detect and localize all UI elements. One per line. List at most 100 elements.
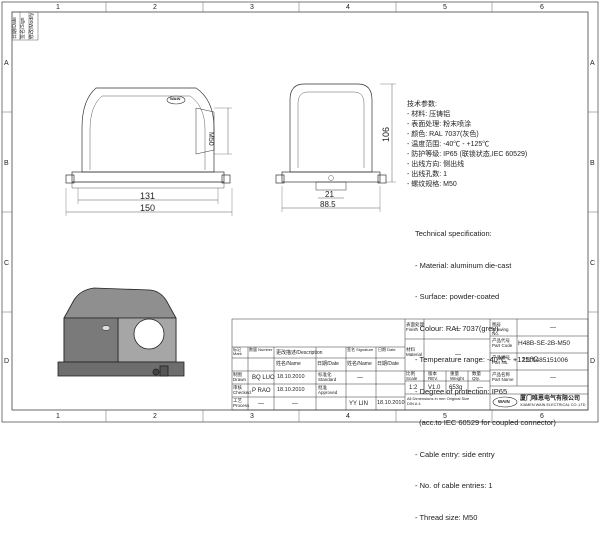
drawing-no-label: 图号 Drawing No. xyxy=(492,322,509,336)
approved-date: 18.10.2010 xyxy=(377,400,405,406)
zone-number-top-1: 1 xyxy=(56,4,60,11)
header-mark: 标记 Mark xyxy=(233,347,242,356)
drawing-canvas xyxy=(1,1,599,423)
tech-spec-cn-line: - 出线孔数: 1 xyxy=(407,171,448,178)
tech-spec-en-line: - No. of cable entries: 1 xyxy=(415,481,493,490)
zone-letter-left-c: C xyxy=(4,260,10,267)
title-block-grid xyxy=(231,318,589,411)
name-header-2: 姓名/Name xyxy=(347,361,372,367)
date-header-2: 日期/Date xyxy=(377,361,399,367)
tolerance-note: All Dimensions in mm Original Size DIN A… xyxy=(407,396,470,406)
part-name-label: 产品名称 Part Name xyxy=(492,372,514,382)
tech-spec-en-line: - Colour: RAL 7037(grey) xyxy=(415,323,499,333)
material-value: — xyxy=(455,352,461,358)
tech-spec-en-title: Technical specification: xyxy=(415,229,492,238)
zone-letter-right-a: A xyxy=(590,60,595,67)
drawn-label: 制图 Drawn xyxy=(233,372,247,382)
zone-letter-left-d: D xyxy=(4,358,10,365)
process-date: — xyxy=(292,401,298,407)
dimension-88-5: 88.5 xyxy=(320,200,336,209)
process-name: — xyxy=(258,401,264,407)
zone-number-top-3: 3 xyxy=(250,4,254,11)
zone-number-bottom-6: 6 xyxy=(540,413,544,420)
company-logo-text: WAIN xyxy=(498,399,510,404)
zone-number-bottom-4: 4 xyxy=(346,413,350,420)
tech-spec-cn-line: - 表面处理: 粉末喷涂 xyxy=(407,121,472,128)
dimension-131: 131 xyxy=(140,191,156,201)
part-no-label: 产品编号 Part No. xyxy=(492,355,510,365)
drawing-no-value: — xyxy=(550,325,556,331)
zone-number-top-5: 5 xyxy=(443,4,447,11)
tech-spec-en-line: - Temperature range: -40℃ - +125℃ xyxy=(415,355,539,364)
zone-number-bottom-5: 5 xyxy=(443,413,447,420)
checked-label: 审核 Checked xyxy=(233,385,251,395)
zone-ticks xyxy=(2,2,598,422)
corner-label-sign: 签名/Sign xyxy=(20,17,26,39)
dimension-m50: M50 xyxy=(207,132,214,146)
rev-label: 版本 REV. xyxy=(428,371,439,381)
zone-number-top-6: 6 xyxy=(540,4,544,11)
dimension-106: 106 xyxy=(381,126,391,142)
drawn-date: 18.10.2010 xyxy=(277,374,305,380)
name-header-1: 姓名/Name xyxy=(276,361,301,367)
checked-name: P RAO xyxy=(252,388,271,394)
tech-spec-cn: 技术参数: - 材料: 压铸铝 - 表面处理: 粉末喷涂 - 颜色: RAL 7… xyxy=(407,100,527,190)
tech-spec-en-line: - Cable entry: side entry xyxy=(415,449,495,459)
finish-value: — xyxy=(455,326,461,332)
checked-date: 18.10.2010 xyxy=(277,387,305,393)
approved-name: YY LIN xyxy=(349,401,368,407)
housing-logo-text: WAIN xyxy=(170,96,181,101)
scale-label: 比例 Scale xyxy=(406,371,418,381)
zone-number-bottom-3: 3 xyxy=(250,413,254,420)
approved-label: 批准 Approved xyxy=(318,385,338,395)
company-logo xyxy=(492,396,518,408)
finish-label: 表面处理 Finish xyxy=(406,322,424,332)
standard-dash: — xyxy=(357,375,363,381)
zone-number-bottom-2: 2 xyxy=(153,413,157,420)
tech-spec-cn-line: - 材料: 压铸铝 xyxy=(407,111,451,118)
rev-value: V1.0 xyxy=(428,385,441,391)
company-name-cn: 厦门唯恩电气有限公司 xyxy=(520,396,581,402)
header-number: 数量 Number xyxy=(249,347,273,352)
header-description: 更改描述/Description xyxy=(276,350,323,356)
isometric-view xyxy=(57,287,185,377)
scale-value: 1:2 xyxy=(409,385,418,391)
tech-spec-en-line: - Degree of protection: IP65 xyxy=(415,386,508,396)
drawn-name: BQ LUO xyxy=(252,375,275,381)
dimension-21: 21 xyxy=(325,190,334,199)
company-name-en: XIAMEN WAIN ELECTRICAL CO.,LTD xyxy=(520,403,586,407)
part-code-value: H48B-SE-2B-M50 xyxy=(518,340,571,347)
weight-value: 653g xyxy=(449,385,463,391)
tech-spec-en-line: (acc.to IEC 60529 for coupled connector) xyxy=(415,418,556,427)
tech-spec-en-line: - Surface: powder-coated xyxy=(415,292,500,301)
zone-letter-right-c: C xyxy=(590,260,596,267)
standard-label: 标准化 Standard xyxy=(318,372,337,382)
header-signature: 签名 Signature xyxy=(347,347,374,352)
tech-spec-cn-line: - 颜色: RAL 7037(灰色) xyxy=(407,131,479,138)
tech-spec-en-line: - Material: aluminum die-cast xyxy=(415,260,512,270)
tech-spec-en-line: - Thread size: M50 xyxy=(415,512,478,522)
part-code-label: 产品代号 Part Code xyxy=(492,338,513,348)
process-label: 工艺 Process xyxy=(233,398,250,408)
qty-label: 数量 Qty. xyxy=(472,371,481,381)
weight-label: 重量 Weight xyxy=(450,371,464,381)
tech-spec-cn-line: - 出线方向: 侧出线 xyxy=(407,161,465,168)
date-header-1: 日期/Date xyxy=(317,361,339,367)
zone-number-bottom-1: 1 xyxy=(56,413,60,420)
part-name-value: — xyxy=(550,375,556,381)
zone-letter-left-a: A xyxy=(4,60,9,67)
zone-letter-right-d: D xyxy=(590,358,596,365)
zone-letter-left-b: B xyxy=(4,160,9,167)
zone-letter-right-b: B xyxy=(590,160,595,167)
corner-label-date: 日期/Date xyxy=(12,17,18,39)
zone-number-top-4: 4 xyxy=(346,4,350,11)
dimension-150: 150 xyxy=(140,203,156,213)
header-date: 日期 Date xyxy=(378,347,396,352)
zone-number-top-2: 2 xyxy=(153,4,157,11)
tech-spec-cn-title: 技术参数: xyxy=(407,101,437,108)
corner-label-modify: 修改/Modify xyxy=(29,12,35,39)
qty-value: — xyxy=(477,385,483,391)
front-view xyxy=(65,87,233,216)
tech-spec-cn-line: - 螺纹规格: M50 xyxy=(407,181,457,188)
tech-spec-cn-line: - 防护等级: IP65 (联锁状态,IEC 60529) xyxy=(407,151,528,158)
